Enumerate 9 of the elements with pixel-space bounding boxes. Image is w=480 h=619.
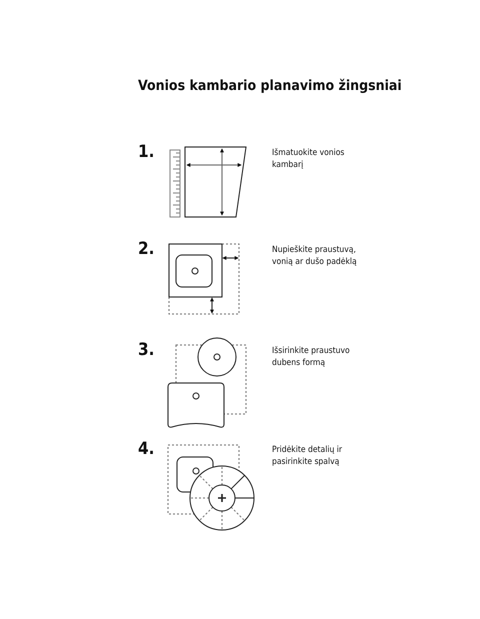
step-description: Išsirinkite praustuvo dubens formą xyxy=(272,346,351,370)
step-description: Išmatuokite vonios kambarį xyxy=(272,148,346,172)
step-description: Pridėkite detalių ir pasirinkite spalvą xyxy=(272,445,344,469)
title: Vonios kambario planavimo žingsniai xyxy=(138,78,402,94)
step-description: Nupieškite praustuvą, vonią ar dušo padėklą xyxy=(272,245,358,269)
step-number: 1. xyxy=(138,144,154,161)
step-number: 4. xyxy=(138,441,154,458)
step-number: 3. xyxy=(138,342,154,359)
step-number: 2. xyxy=(138,241,154,258)
